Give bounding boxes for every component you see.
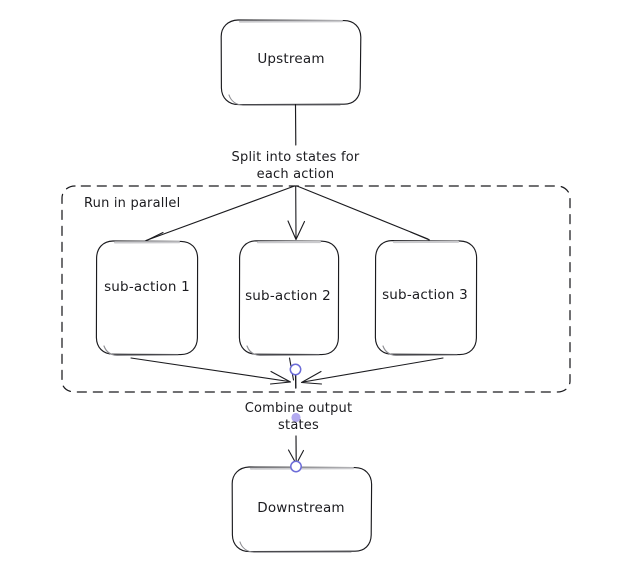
node-downstream-label: Downstream <box>257 500 345 516</box>
node-sub-action-2[interactable] <box>238 240 340 356</box>
node-sub-action-2-label: sub-action 2 <box>245 288 331 304</box>
combine-junction-handle[interactable] <box>289 363 302 376</box>
edge-sub-1-to-junction <box>130 357 290 383</box>
combine-label-dot <box>291 412 301 423</box>
edge-label-split: Split into states for each action <box>231 150 360 182</box>
node-sub-action-1-shape <box>95 240 199 356</box>
arrowhead-junction-left <box>269 370 292 385</box>
arrowhead-junction-right <box>300 370 323 385</box>
node-upstream[interactable] <box>220 19 362 106</box>
edge-upstream-to-sub-3 <box>296 185 429 240</box>
node-sub-action-3-label: sub-action 3 <box>382 287 468 303</box>
downstream-entry-handle[interactable] <box>290 460 302 473</box>
node-sub-action-2-sketch-echo <box>246 345 320 356</box>
node-sub-action-3[interactable] <box>374 240 478 356</box>
node-sub-action-2-shape <box>238 240 340 356</box>
node-upstream-label: Upstream <box>257 51 325 67</box>
node-downstream[interactable] <box>231 466 373 553</box>
node-sub-action-1[interactable] <box>95 240 199 356</box>
parallel-group-label: Run in parallel <box>84 196 181 211</box>
edge-upstream-to-sub-1 <box>145 185 296 242</box>
node-sub-action-1-sketch-echo <box>103 345 179 356</box>
node-downstream-sketch-echo <box>239 541 352 553</box>
node-sub-action-1-label: sub-action 1 <box>104 279 190 295</box>
node-downstream-shape <box>231 466 373 553</box>
node-upstream-sketch-echo <box>228 94 341 106</box>
edge-group-downstream <box>287 435 305 465</box>
edge-label-combine: Combine output states <box>244 401 353 433</box>
edge-sub-3-to-junction <box>302 357 444 383</box>
node-upstream-shape <box>220 19 362 106</box>
arrowhead-sub-2 <box>287 220 306 241</box>
edge-group-combine <box>130 357 444 389</box>
node-sub-action-3-shape <box>374 240 478 356</box>
parallel-group-border <box>61 185 571 393</box>
node-sub-action-3-sketch-echo <box>382 345 458 356</box>
parallel-group-container[interactable] <box>61 185 571 393</box>
